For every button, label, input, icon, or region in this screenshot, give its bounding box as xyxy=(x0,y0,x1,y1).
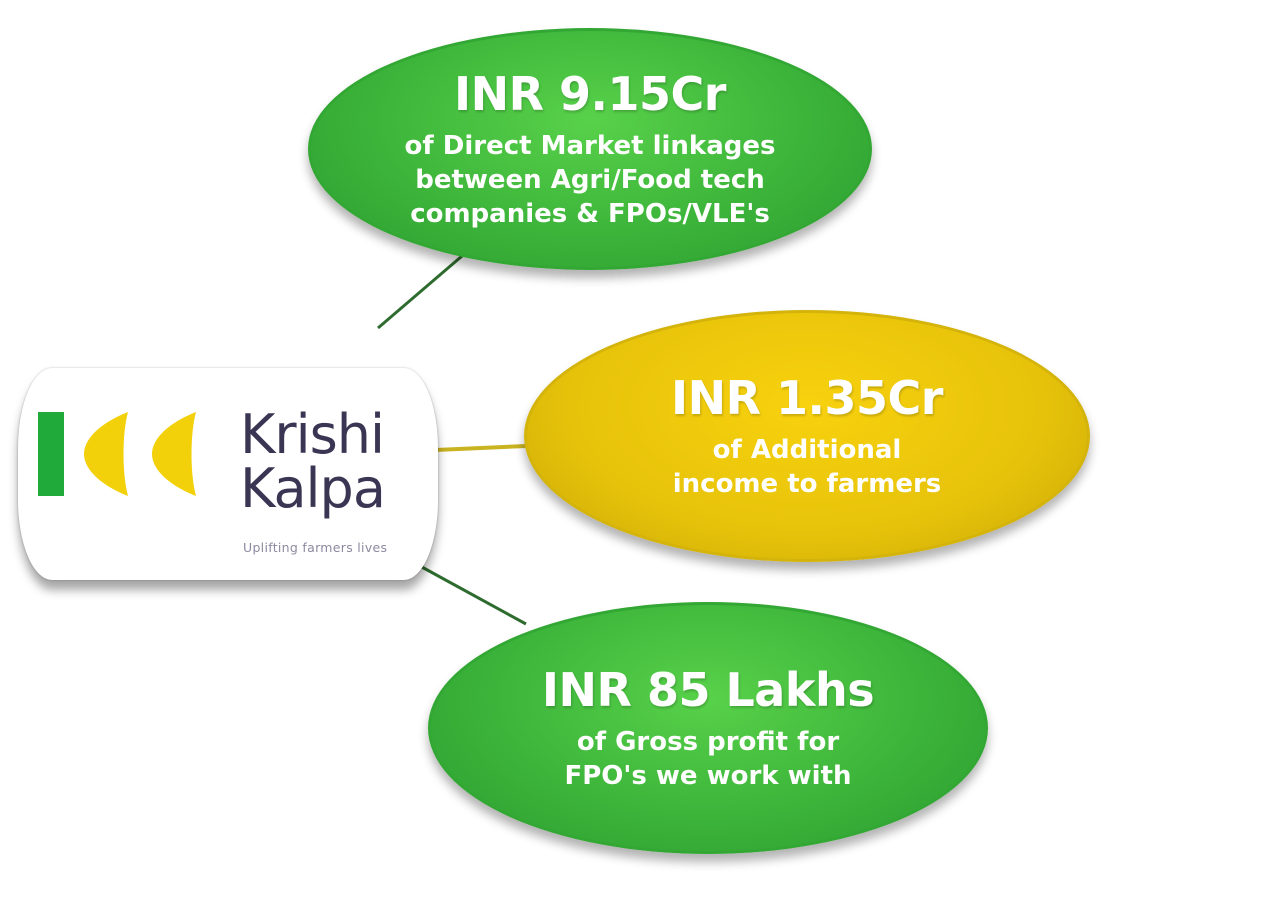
metric-description: of Gross profit for FPO's we work with xyxy=(564,727,852,791)
metric-value: INR 85 Lakhs xyxy=(541,663,875,717)
connector-middle xyxy=(435,444,527,452)
metric-bubble-gross-profit: INR 85 Lakhs of Gross profit for FPO's w… xyxy=(428,602,988,854)
krishi-kalpa-logo-mark-icon xyxy=(38,412,196,496)
connector-bottom xyxy=(419,564,527,626)
logo-tagline: Uplifting farmers lives xyxy=(243,540,388,555)
krishi-kalpa-logo-card: Krishi Kalpa Uplifting farmers lives xyxy=(18,368,438,580)
metric-bubble-additional-income: INR 1.35Cr of Additional income to farme… xyxy=(524,310,1090,562)
metric-description: of Additional income to farmers xyxy=(672,435,942,499)
metric-value: INR 1.35Cr xyxy=(671,371,944,425)
logo-yellow-leaf-2 xyxy=(152,412,196,496)
metric-bubble-market-linkages: INR 9.15Cr of Direct Market linkages bet… xyxy=(308,28,872,270)
metric-value: INR 9.15Cr xyxy=(454,67,727,121)
logo-yellow-leaf-1 xyxy=(84,412,128,496)
connector-top xyxy=(377,254,463,330)
logo-green-bar xyxy=(38,412,64,496)
logo-wordmark: Krishi Kalpa xyxy=(240,403,386,520)
metric-description: of Direct Market linkages between Agri/F… xyxy=(404,131,776,229)
